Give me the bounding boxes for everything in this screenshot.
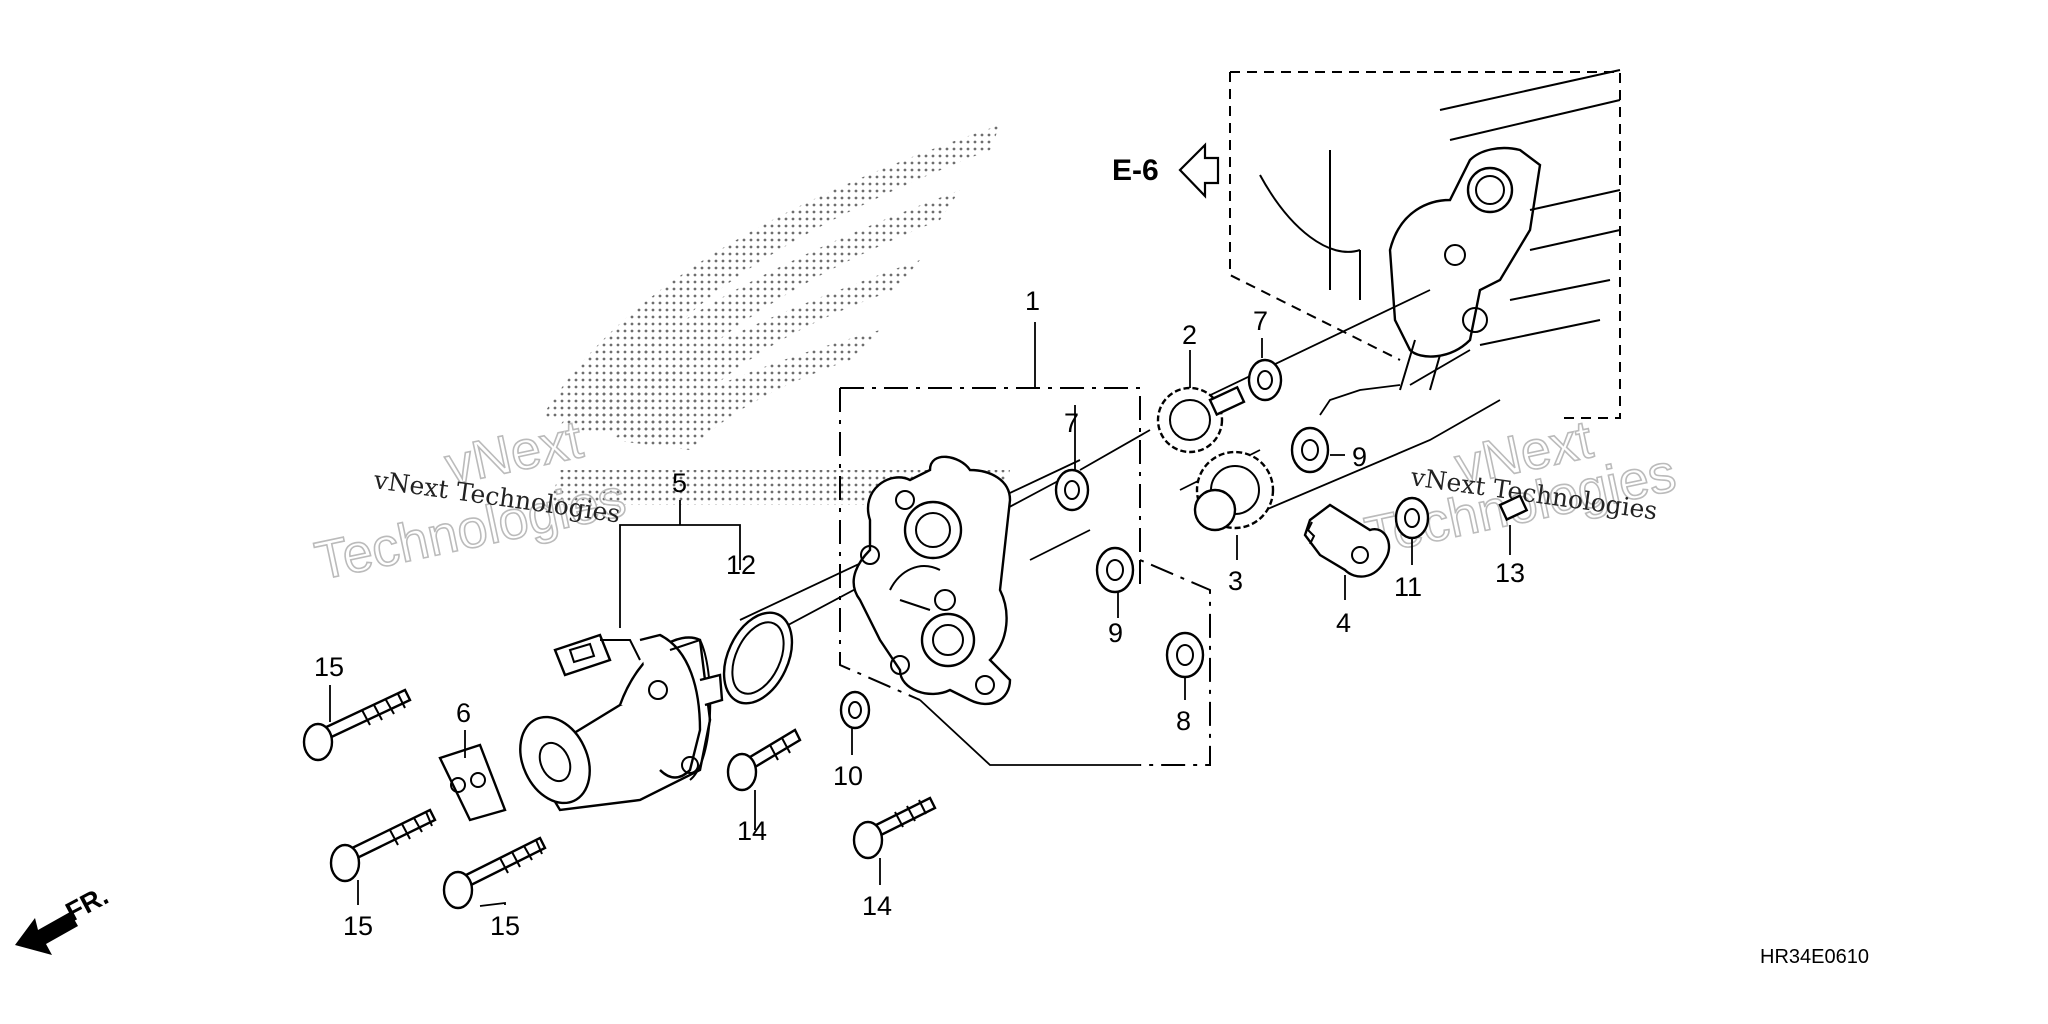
callout-14a: 14 bbox=[737, 816, 767, 846]
shift-motor bbox=[519, 633, 724, 812]
callout-15c: 15 bbox=[490, 911, 520, 941]
bolt-14a bbox=[726, 728, 802, 792]
washer-10 bbox=[839, 690, 871, 730]
callout-10: 10 bbox=[833, 761, 863, 791]
housing-cover bbox=[852, 455, 1012, 706]
callout-11: 11 bbox=[1394, 572, 1422, 602]
watermark-right: vNext Technologies vNext Technologies bbox=[1359, 409, 1681, 568]
e6-reference: E-6 bbox=[1112, 142, 1220, 199]
bearing-9a bbox=[1095, 546, 1135, 594]
washer-11 bbox=[1394, 496, 1430, 540]
front-arrow-icon bbox=[15, 912, 78, 955]
svg-text:E-6: E-6 bbox=[1112, 154, 1159, 187]
pin-13 bbox=[1498, 494, 1529, 522]
gear-3 bbox=[1193, 450, 1275, 532]
callout-labels: 1 2 3 4 5 6 7 7 8 9 9 10 11 12 13 14 14 … bbox=[314, 286, 1525, 941]
diagram-code: HR34E0610 bbox=[1760, 946, 1869, 968]
callout-13: 13 bbox=[1495, 558, 1525, 588]
bolt-15a bbox=[302, 688, 412, 762]
shift-arm bbox=[1303, 503, 1391, 578]
callout-3: 3 bbox=[1228, 566, 1243, 596]
watermark-left: vNext Technologies vNext Technologies bbox=[309, 409, 631, 593]
bolt-15c bbox=[442, 836, 547, 910]
callout-15a: 15 bbox=[314, 652, 344, 682]
bolt-14b bbox=[852, 796, 937, 860]
callout-15b: 15 bbox=[343, 911, 373, 941]
arrow-left-icon bbox=[1178, 142, 1220, 199]
gear-2 bbox=[1156, 385, 1246, 454]
callout-14b: 14 bbox=[862, 891, 892, 921]
callout-12: 12 bbox=[726, 550, 756, 580]
callout-8: 8 bbox=[1176, 706, 1191, 736]
bearing-8 bbox=[1165, 631, 1205, 679]
gasket-plate bbox=[438, 743, 507, 822]
callout-9b: 9 bbox=[1352, 442, 1367, 472]
front-marker: FR. bbox=[15, 880, 113, 955]
callout-4: 4 bbox=[1336, 608, 1351, 638]
wing-logo bbox=[540, 125, 1010, 505]
bolt-15b bbox=[329, 808, 437, 883]
callout-7b: 7 bbox=[1253, 306, 1268, 336]
assembly-bracket-1 bbox=[839, 387, 1211, 766]
callout-1: 1 bbox=[1025, 286, 1040, 316]
leader-lines bbox=[329, 322, 1511, 907]
o-ring bbox=[722, 611, 794, 705]
bearing-7a bbox=[1054, 468, 1090, 512]
callout-6: 6 bbox=[456, 698, 471, 728]
callout-5: 5 bbox=[672, 468, 687, 498]
callout-9a: 9 bbox=[1108, 618, 1123, 648]
bearing-7b bbox=[1247, 358, 1283, 402]
callout-7a: 7 bbox=[1064, 408, 1079, 438]
bearing-9b bbox=[1290, 426, 1330, 474]
callout-2: 2 bbox=[1182, 320, 1197, 350]
crankcase-reference-box bbox=[1229, 69, 1621, 419]
